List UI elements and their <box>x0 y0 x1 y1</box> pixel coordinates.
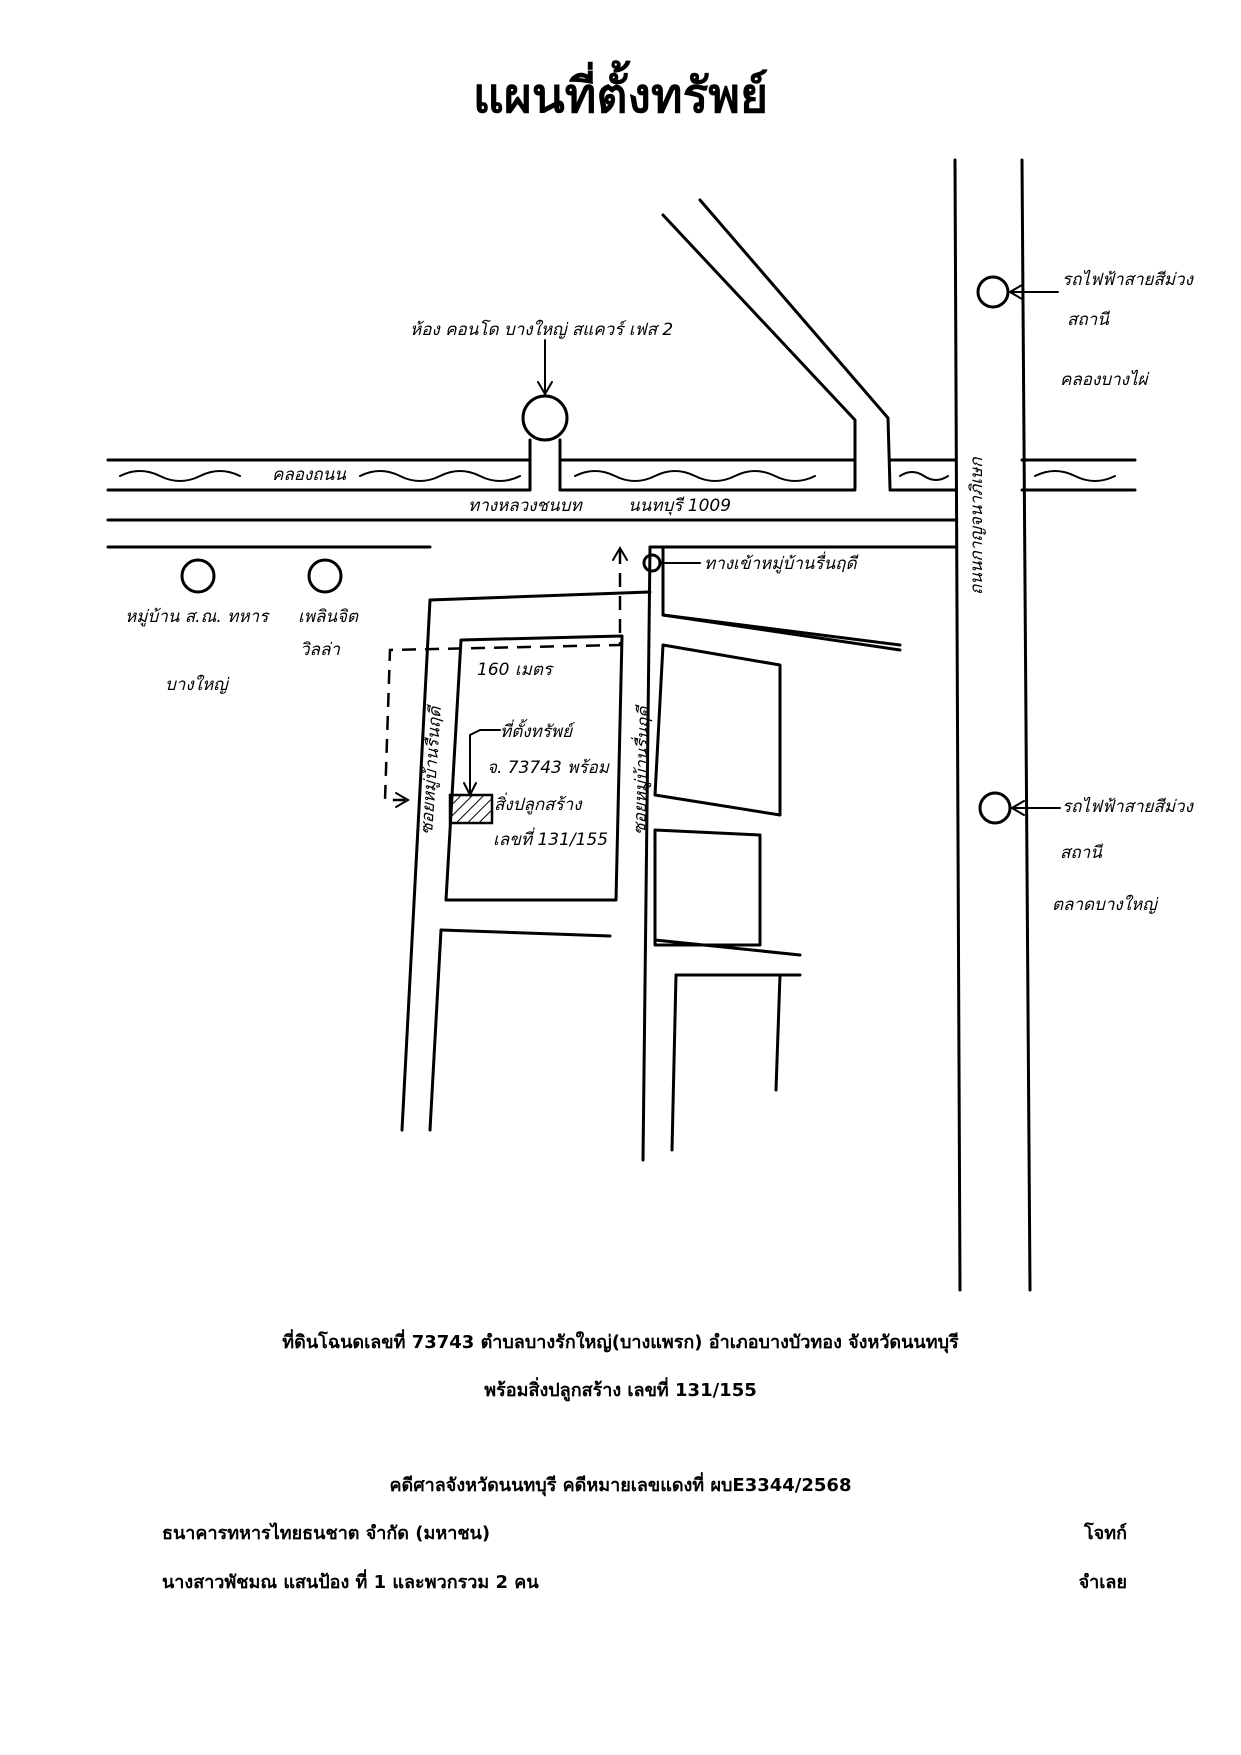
party-defendant-role: จำเลย <box>1078 1572 1127 1593</box>
canal-water-line-2 <box>359 470 521 482</box>
left-soi-inner-lower <box>428 928 443 1132</box>
label-place2-line1: เพลินจิต <box>298 607 359 627</box>
label-distance: 160 เมตร <box>477 660 554 680</box>
label-station-south-line2: สถานี <box>1060 843 1104 863</box>
right-lower-soi-2 <box>774 973 782 1092</box>
canal-water-line-1 <box>119 470 241 482</box>
label-station-north-line3: คลองบางไผ่ <box>1060 369 1149 390</box>
caption-deed: ที่ดินโฉนดเลขที่ 73743 ตำบลบางรักใหญ่(บา… <box>282 1332 959 1353</box>
label-nonthaburi-road: นนทบุรี 1009 <box>628 496 731 516</box>
right-soi-left-edge <box>641 545 652 1162</box>
property-pointer <box>463 729 501 798</box>
party-plaintiff: ธนาคารทหารไทยธนชาต จำกัด (มหาชน) โจทก์ <box>162 1518 1127 1547</box>
label-station-south-line3: ตลาดบางใหญ่ <box>1052 894 1159 915</box>
caption-building: พร้อมสิ่งปลูกสร้าง เลขที่ 131/155 <box>484 1380 757 1401</box>
label-station-north-line2: สถานี <box>1067 310 1111 330</box>
route-arrow-end <box>395 792 410 808</box>
party-defendant: นางสาวพัชมณ แสนป้อง ที่ 1 และพวกรวม 2 คน… <box>162 1567 1127 1596</box>
label-property-line3: สิ่งปลูกสร้าง <box>494 792 583 815</box>
label-station-north-line1: รถไฟฟ้าสายสีม่วง <box>1062 269 1195 290</box>
label-station-south-line1: รถไฟฟ้าสายสีม่วง <box>1062 796 1195 817</box>
cross-street-top <box>439 928 612 938</box>
block-right-2 <box>653 828 762 947</box>
canal-water-line-3 <box>574 470 816 482</box>
canal-water-line-5 <box>1034 470 1116 482</box>
station-north-arrow <box>1008 284 1059 300</box>
property-hatched-lot <box>448 793 494 825</box>
main-road-right-edge <box>1020 158 1032 1292</box>
station-south-arrow <box>1010 800 1061 816</box>
party-defendant-name: นางสาวพัชมณ แสนป้อง ที่ 1 และพวกรวม 2 คน <box>162 1572 539 1593</box>
canal-water-line-4 <box>899 471 949 481</box>
caption-case: คดีศาลจังหวัดนนทบุรี คดีหมายเลขแดงที่ ผบ… <box>389 1475 852 1496</box>
label-canal: คลองถนน <box>272 465 346 485</box>
entrance-marker <box>642 553 662 573</box>
label-property-line4: เลขที่ 131/155 <box>493 827 608 850</box>
left-soi-top <box>428 590 652 602</box>
route-arrow-top <box>612 546 628 561</box>
right-lower-soi <box>670 973 678 1152</box>
label-soi-left: ซอยหมู่บ้านรื่นฤดี <box>414 703 446 835</box>
party-plaintiff-role: โจทก์ <box>1084 1523 1127 1544</box>
label-highway: ทางหลวงชนบท <box>468 496 583 516</box>
condo-marker <box>521 394 569 442</box>
label-village-line2: บางใหญ่ <box>165 674 230 695</box>
location-map: ห้อง คอนโด บางใหญ่ สแควร์ เฟส 2 คลองถนน … <box>106 158 1195 1292</box>
village-marker <box>180 558 216 594</box>
label-property-line1: ที่ตั้งทรัพย์ <box>500 718 576 742</box>
station-north-marker <box>976 275 1010 309</box>
label-entrance: ทางเข้าหมู่บ้านรื่นฤดี <box>704 551 859 574</box>
diagonal-road-edge-2 <box>698 198 892 490</box>
label-main-road: ถนนกาญจนาภิเษก <box>967 457 987 595</box>
condo-arrow <box>537 339 553 396</box>
page-title: แผนที่ตั้งทรัพย์ <box>472 68 769 124</box>
label-place2-line2: วิลล่า <box>300 640 340 660</box>
label-soi-right: ซอยหมู่บ้านรื่นฤดี <box>627 703 655 835</box>
left-soi-outer <box>400 598 432 1132</box>
route-dashed-line <box>383 550 622 802</box>
diagonal-road-edge-1 <box>661 213 857 490</box>
party-plaintiff-name: ธนาคารทหารไทยธนชาต จำกัด (มหาชน) <box>162 1523 491 1544</box>
right-cross-top <box>661 613 902 647</box>
label-condo: ห้อง คอนโด บางใหญ่ สแควร์ เฟส 2 <box>410 319 673 340</box>
label-property-line2: จ. 73743 พร้อม <box>487 758 610 778</box>
label-village: หมู่บ้าน ส.ณ. ทหาร <box>125 607 270 627</box>
place2-marker <box>307 558 343 594</box>
main-road-left-edge <box>953 158 962 1292</box>
block-right-1 <box>653 643 782 817</box>
station-south-marker <box>978 791 1012 825</box>
